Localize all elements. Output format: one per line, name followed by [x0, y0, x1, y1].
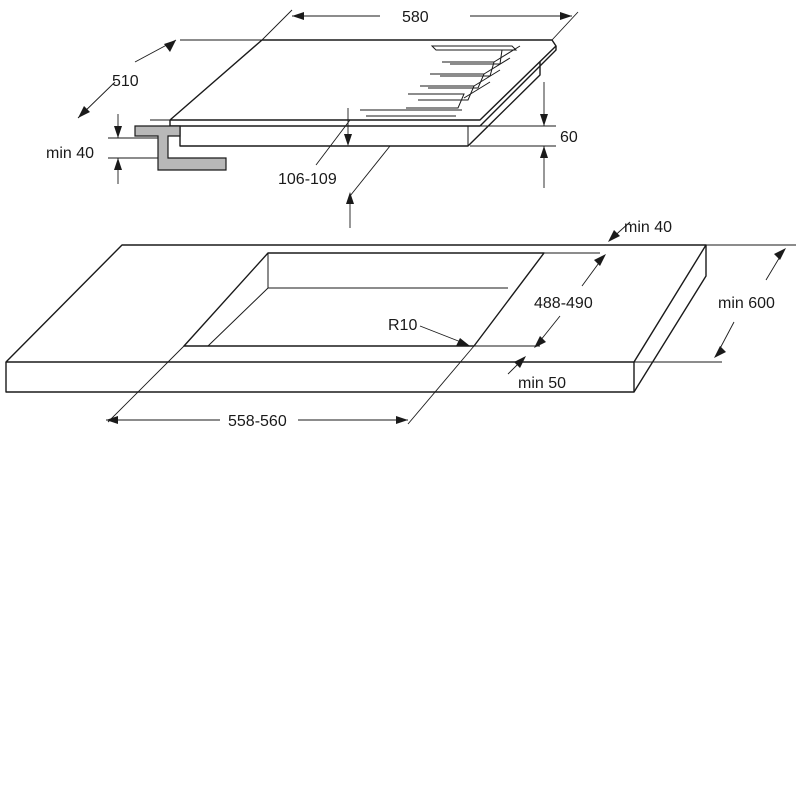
knob-bar — [428, 73, 485, 89]
knob-bar — [406, 93, 465, 109]
knob-line — [483, 57, 511, 75]
dimension-label: 580 — [402, 9, 429, 26]
dimension-label: min 40 — [624, 219, 672, 236]
dimension-label: min 40 — [46, 145, 94, 162]
dimension-hob-height: 60 — [470, 82, 578, 188]
hob-drawing — [134, 39, 557, 171]
dimension-label: 510 — [112, 73, 139, 90]
dimension-hob-depth: 510 — [77, 39, 262, 121]
cutout-inner-edge — [207, 287, 269, 347]
knob-line — [473, 69, 501, 87]
dimension-hob-width: 580 — [261, 9, 579, 41]
dimension-worktop-depth: min 600 — [634, 244, 796, 363]
worktop-drawing — [5, 244, 707, 393]
knob-bar — [450, 49, 503, 65]
dimension-cutout-depth: 488-490 — [474, 252, 606, 348]
control-knobs — [360, 45, 521, 117]
knob-line — [493, 45, 521, 63]
knob-line — [463, 81, 491, 99]
dimension-label: 60 — [560, 129, 578, 146]
hob-top-front-edge — [169, 46, 557, 127]
hob-body — [179, 62, 541, 147]
dimension-worktop-thickness: min 40 — [46, 114, 158, 184]
cutout-opening — [183, 252, 545, 347]
cutout-inner-edge — [267, 253, 508, 289]
dimension-label: 558-560 — [228, 413, 287, 430]
fixing-bracket — [134, 125, 227, 171]
worktop-front-face — [5, 362, 635, 393]
knob-bar — [418, 85, 475, 101]
hob-top-surface — [169, 39, 557, 121]
dimension-corner-radius: R10 — [388, 317, 470, 346]
dimension-label: min 600 — [718, 295, 775, 312]
dimension-label: 488-490 — [534, 295, 593, 312]
worktop-side-face — [633, 245, 707, 393]
dimension-front-clearance: min 50 — [507, 356, 566, 392]
dimension-back-clearance: min 40 — [608, 219, 672, 242]
knob-bar — [430, 45, 518, 51]
dimension-cutout-width: 558-560 — [106, 345, 475, 430]
dimension-label: min 50 — [518, 375, 566, 392]
dimension-label: 106-109 — [278, 171, 337, 188]
dimension-burner-depth: 106-109 — [278, 108, 391, 228]
dimension-label: R10 — [388, 317, 417, 334]
